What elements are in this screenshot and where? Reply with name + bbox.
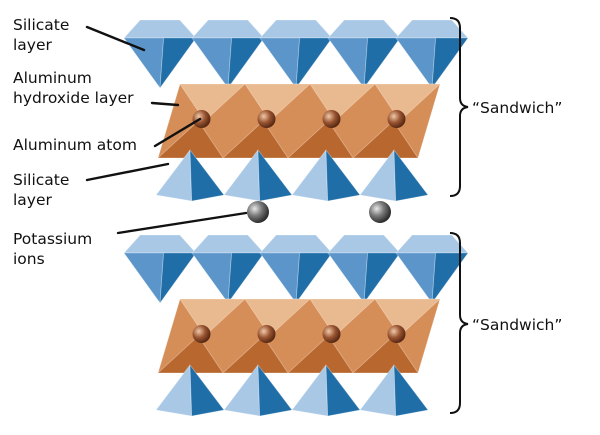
- aluminum-atom: [387, 110, 406, 128]
- tetrahedron-right-face: [393, 149, 429, 202]
- tetrahedron-left-face: [327, 252, 369, 304]
- tetrahedron-top-face: [259, 19, 333, 39]
- tetrahedron-top-face: [395, 19, 469, 39]
- tetrahedron-right-face: [295, 37, 333, 89]
- tetrahedron-top-face: [123, 19, 197, 39]
- octahedron-top-face: [179, 298, 246, 337]
- aluminum-atom: [322, 110, 341, 128]
- octahedron-top-face: [179, 83, 246, 122]
- label-aluminum-atom: Aluminum atom: [13, 136, 137, 154]
- octahedron-top-face: [244, 298, 311, 337]
- potassium-ions: [247, 201, 391, 223]
- aluminum-atom: [257, 325, 276, 343]
- label-silicate-layer-bottom: Silicate layer: [13, 171, 74, 209]
- tetrahedron-right-face: [257, 364, 293, 417]
- tetrahedron-right-face: [393, 364, 429, 417]
- tetrahedron-top-face: [191, 19, 265, 39]
- tetrahedron-left-face: [123, 252, 165, 304]
- tetrahedron-right-face: [257, 149, 293, 202]
- brackets: [449, 17, 469, 414]
- tetrahedron-left-face: [191, 252, 233, 304]
- tetrahedron-top-face: [191, 234, 265, 254]
- octahedron-bottom-face: [352, 335, 419, 374]
- leader-potassium: [116, 211, 248, 235]
- tetrahedron-left-face: [395, 252, 437, 304]
- aluminum-atom: [192, 110, 211, 128]
- label-potassium-ions: Potassium ions: [13, 230, 97, 268]
- lower-sandwich: [123, 234, 469, 417]
- leader-aluminum-hydroxide: [150, 101, 180, 107]
- leader-silicate-bottom: [85, 162, 170, 182]
- upper-sandwich: [123, 19, 469, 202]
- label-sandwich-bottom: “Sandwich”: [472, 316, 562, 334]
- octahedron-top-face: [244, 83, 311, 122]
- tetrahedron-left-face: [327, 37, 369, 89]
- silicate-layer-upper: [123, 19, 469, 89]
- tetrahedron-right-face: [159, 37, 197, 89]
- tetrahedron-right-face: [325, 149, 361, 202]
- silicate-layer-lower: [155, 364, 429, 417]
- label-aluminum-hydroxide-layer: Aluminum hydroxide layer: [13, 69, 134, 107]
- bracket-top: [449, 17, 469, 197]
- octahedron-top-face: [309, 83, 376, 122]
- tetrahedron-right-face: [189, 149, 225, 202]
- tetrahedron-left-face: [259, 252, 301, 304]
- tetrahedron-top-face: [259, 234, 333, 254]
- left-labels: Silicate layer Aluminum hydroxide layer …: [13, 16, 137, 268]
- leader-aluminum-atom: [153, 117, 202, 148]
- octahedron-bottom-face: [352, 120, 419, 159]
- tetrahedron-right-face: [431, 37, 469, 89]
- octahedron-top-face: [374, 83, 441, 122]
- aluminum-atom: [322, 325, 341, 343]
- potassium-ion: [369, 201, 391, 223]
- tetrahedron-right-face: [227, 252, 265, 304]
- tetrahedron-left-face: [259, 37, 301, 89]
- aluminum-atom: [257, 110, 276, 128]
- label-silicate-layer-top: Silicate layer: [13, 16, 74, 54]
- octahedron-top-face: [374, 298, 441, 337]
- octahedron-top-face: [309, 298, 376, 337]
- aluminum-atom: [192, 325, 211, 343]
- aluminum-atom: [387, 325, 406, 343]
- tetrahedron-right-face: [227, 37, 265, 89]
- tetrahedron-right-face: [363, 37, 401, 89]
- bracket-bottom: [449, 232, 469, 414]
- tetrahedron-top-face: [327, 234, 401, 254]
- tetrahedron-top-face: [395, 234, 469, 254]
- aluminum-hydroxide-layer: [157, 298, 441, 374]
- tetrahedron-right-face: [159, 252, 197, 304]
- silicate-layer-lower: [155, 149, 429, 202]
- leader-silicate-top: [85, 25, 146, 52]
- label-sandwich-top: “Sandwich”: [472, 99, 562, 117]
- leader-lines: [85, 25, 248, 235]
- potassium-ion: [247, 201, 269, 223]
- tetrahedron-right-face: [295, 252, 333, 304]
- tetrahedron-right-face: [363, 252, 401, 304]
- tetrahedron-left-face: [395, 37, 437, 89]
- tetrahedron-right-face: [431, 252, 469, 304]
- tetrahedron-right-face: [325, 364, 361, 417]
- tetrahedron-top-face: [123, 234, 197, 254]
- tetrahedron-left-face: [191, 37, 233, 89]
- silicate-layer-upper: [123, 234, 469, 304]
- tetrahedron-right-face: [189, 364, 225, 417]
- aluminum-hydroxide-layer: [157, 83, 441, 159]
- tetrahedron-top-face: [327, 19, 401, 39]
